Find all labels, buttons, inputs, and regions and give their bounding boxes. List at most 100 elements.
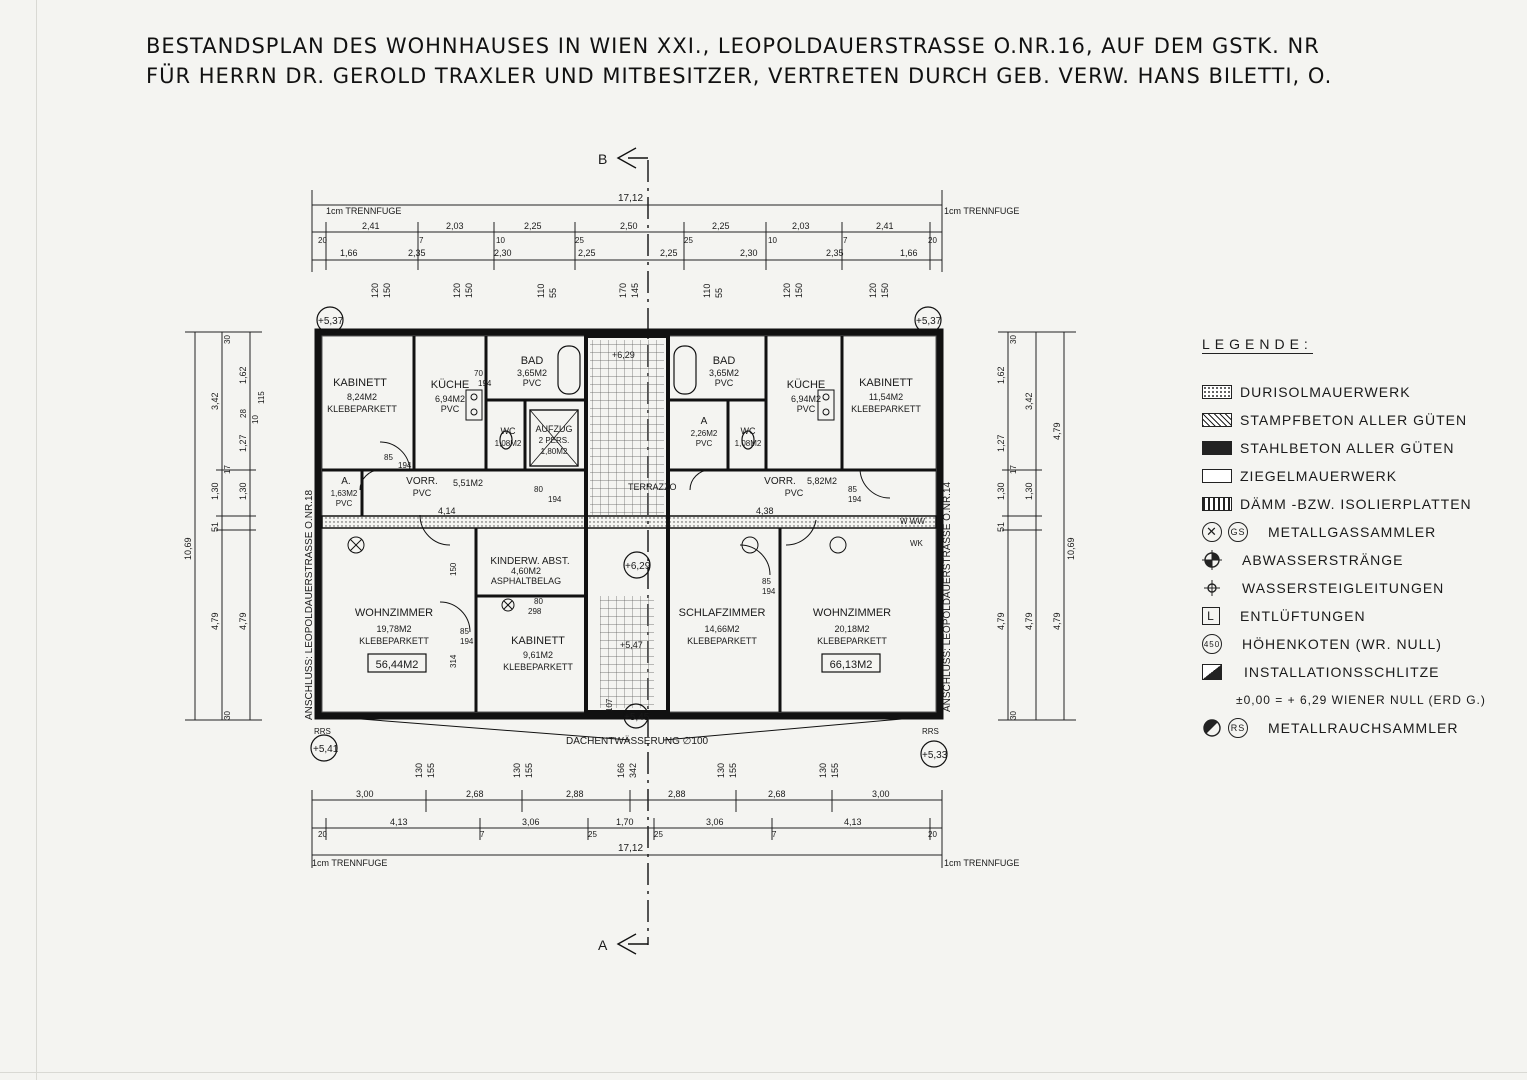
top-dimension-lines [311,190,943,272]
svg-text:1,08M2: 1,08M2 [495,439,522,448]
dim-text: 10,69 [1066,537,1076,560]
legend-label: DURISOLMAUERWERK [1240,384,1411,400]
svg-text:PVC: PVC [696,439,713,448]
empty-box-icon [1202,469,1232,483]
svg-text:VORR.: VORR. [406,476,438,487]
dim-text: 4,79 [996,612,1006,630]
svg-text:6,94M2: 6,94M2 [791,394,821,404]
room-schlafzimmer: SCHLAFZIMMER 14,66M2 KLEBEPARKETT [679,607,766,646]
room-wohnzimmer-right: WOHNZIMMER 20,18M2 KLEBEPARKETT [813,607,891,646]
dim-text: 7 [772,830,777,839]
total-width-top: 17,12 [618,193,643,204]
top-dim-row-1: 2,41 2,03 2,25 2,50 2,25 2,03 2,41 [362,221,894,231]
legend-label: HÖHENKOTEN (WR. NULL) [1242,636,1442,652]
dim-text: 3,42 [210,392,220,410]
legend-item-wiener-null: ±0,00 = + 6,29 WIENER NULL (ERD G.) [1202,686,1502,714]
legend-item-gas: ✕ GS METALLGASSAMMLER [1202,518,1502,546]
top-dim-row-2: 1,66 2,35 2,30 2,25 2,25 2,30 2,35 1,66 [340,248,918,258]
rs-badge-icon: RS [1228,718,1248,738]
dim-text: 7 [480,830,485,839]
svg-text:PVC: PVC [413,488,432,498]
legend-label: ±0,00 = + 6,29 WIENER NULL (ERD G.) [1236,693,1486,707]
trennfuge-top-left: 1cm TRENNFUGE [326,206,401,216]
dim-text: 120 [868,283,878,298]
room-vorr-right: VORR. 5,82M2 PVC [764,476,837,498]
stair-terrazzo [590,340,664,516]
dim-text: 150 [880,283,890,298]
svg-text:1,63M2: 1,63M2 [331,489,358,498]
svg-text:KLEBEPARKETT: KLEBEPARKETT [851,404,921,414]
dim-text: 25 [684,236,693,245]
dim-text: 25 [588,830,597,839]
dim-text: 120 [782,283,792,298]
dim-text: 314 [449,654,458,668]
legend-label: METALLGASSAMMLER [1268,524,1437,540]
exterior-walls [314,328,944,720]
legend-label: METALLRAUCHSAMMLER [1268,720,1459,736]
fold-line [0,1072,1527,1073]
dim-text: 194 [548,495,562,504]
door-dim: 85 [762,577,771,586]
svg-text:1,08M2: 1,08M2 [735,439,762,448]
legend-label: ENTLÜFTUNGEN [1240,608,1366,624]
svg-text:KÜCHE: KÜCHE [787,379,826,391]
left-dims: 3,42 1,62 1,27 1,30 51 4,79 4,79 10,69 1… [183,366,248,630]
room-kabinett-right: KABINETT 11,54M2 KLEBEPARKETT [851,377,921,414]
dim-text: 10 [768,236,777,245]
svg-text:KLEBEPARKETT: KLEBEPARKETT [327,404,397,414]
svg-text:9,61M2: 9,61M2 [523,650,553,660]
dim-text: 194 [398,461,412,470]
smoke-collector-icon [1202,718,1222,738]
dim-text: 4,13 [844,817,862,827]
dim-text: 194 [460,637,474,646]
legend-item-ziegel: ZIEGELMAUERWERK [1202,462,1502,490]
door-dim: 194 [762,587,776,596]
dim-text: 55 [548,288,558,298]
dim-text: 194 [478,379,492,388]
svg-text:WC: WC [501,426,516,436]
legend-label: STAMPFBETON ALLER GÜTEN [1240,412,1468,428]
svg-text:KLEBEPARKETT: KLEBEPARKETT [359,636,429,646]
svg-text:4,60M2: 4,60M2 [511,566,541,576]
dim-text: 4,79 [1052,422,1062,440]
level-top-right: +5,37 [916,316,942,327]
room-kueche-right: KÜCHE 6,94M2 PVC [787,379,826,414]
trennfuge-bottom-right: 1cm TRENNFUGE [944,858,1019,868]
dim-text: 2,50 [620,221,638,231]
dim-text: 155 [426,763,436,778]
legend-item-durisol: DURISOLMAUERWERK [1202,378,1502,406]
dim-text: 150 [794,283,804,298]
ww-label: W WW [900,517,925,526]
fold-line [36,0,37,1080]
dim-text: 155 [830,763,840,778]
dim-text: 155 [728,763,738,778]
svg-text:WC: WC [741,426,756,436]
dim-text: 2,41 [876,221,894,231]
height-mark-icon: 450 [1202,634,1222,654]
svg-text:3,65M2: 3,65M2 [517,368,547,378]
svg-text:2,26M2: 2,26M2 [691,429,718,438]
dot-pattern-icon [1202,385,1232,399]
dim-text: 2,35 [408,248,426,258]
elevator-shaft [529,409,579,467]
dim-text: 130 [818,763,828,778]
svg-text:KINDERW. ABST.: KINDERW. ABST. [490,556,569,567]
legend: LEGENDE: DURISOLMAUERWERK STAMPFBETON AL… [1202,336,1502,742]
dim-text: 30 [223,335,232,344]
drawing-title-line-2: FÜR HERRN DR. GEROLD TRAXLER UND MITBESI… [146,64,1333,88]
anschluss-right: ANSCHLUSS: LEOPOLDAUERSTRASSE O.NR.14 [942,481,953,712]
svg-text:3,65M2: 3,65M2 [709,368,739,378]
dim-text: 130 [512,763,522,778]
dim-text: 10 [496,236,505,245]
dim-text: 4,79 [1024,612,1034,630]
dim-text: 1,27 [996,434,1006,452]
dim-text: 3,42 [1024,392,1034,410]
dachentwaesserung-label: DACHENTWÄSSERUNG ∅100 [566,735,709,747]
level-bottom-right: +5,33 [922,750,948,761]
vent-box-icon: L [1202,607,1220,625]
level-entrance: +5,45 [624,712,650,723]
room-vorr-left: VORR. 5,51M2 PVC [406,476,483,498]
bottom-dim-small: 20 7 25 25 7 20 [318,830,937,839]
solid-fill-icon [1202,441,1232,455]
